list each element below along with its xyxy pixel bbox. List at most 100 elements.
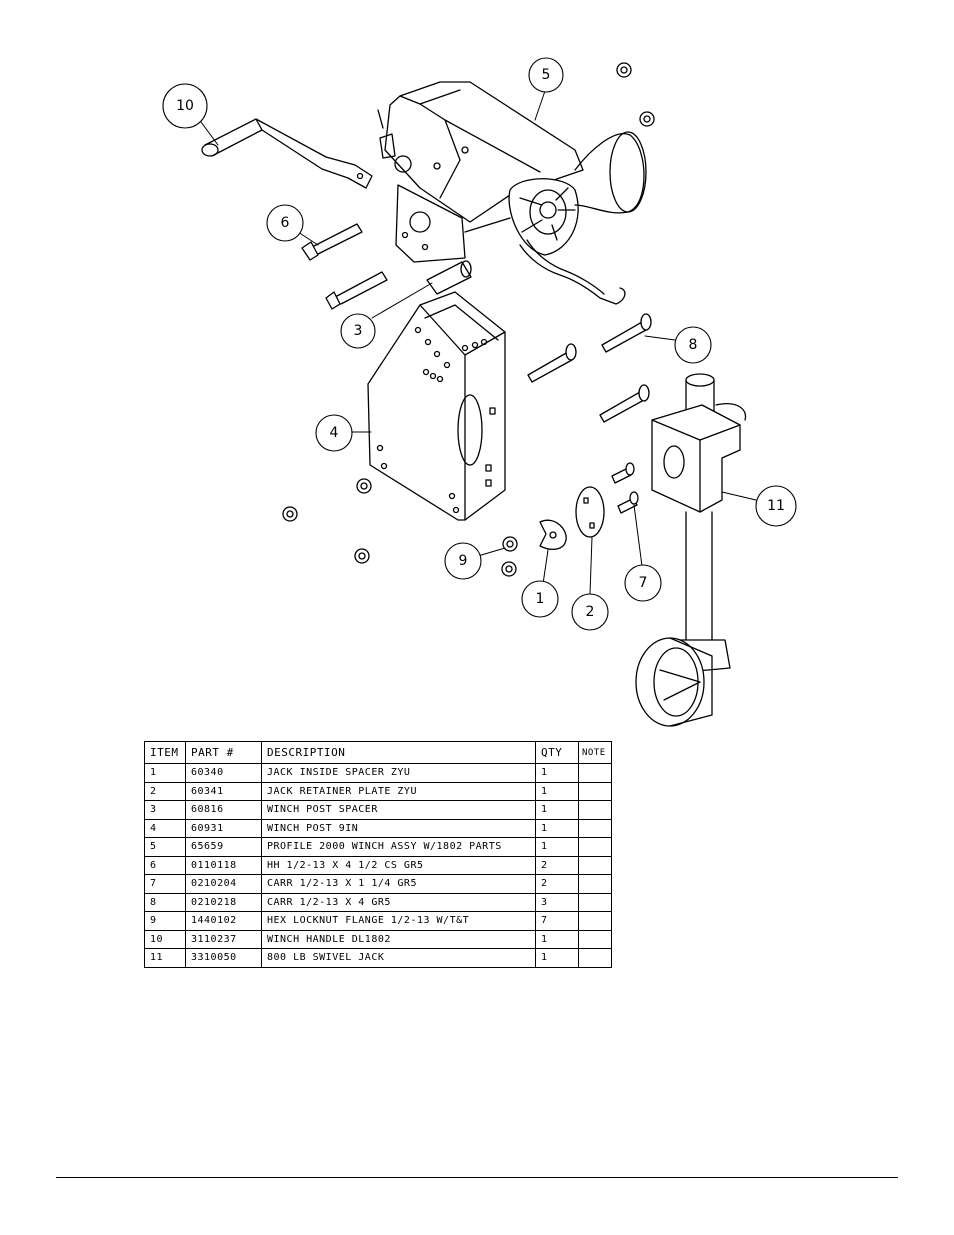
cell-note	[578, 874, 612, 894]
callout-circles	[162, 57, 797, 631]
cell-note	[578, 818, 612, 838]
cell-description: WINCH POST 9IN	[261, 818, 536, 838]
cell-note	[578, 911, 612, 931]
cell-item: 1	[144, 763, 186, 783]
cell-description: JACK RETAINER PLATE ZYU	[261, 781, 536, 801]
cell-qty: 1	[535, 763, 579, 783]
cell-part-number: 60340	[185, 763, 262, 783]
callout-labels: 10 5 6 3 4 8 9 1 2 7 11	[176, 67, 785, 620]
winch-post-spacer-part	[426, 260, 472, 295]
cell-part-number: 3110237	[185, 929, 262, 949]
callout-7: 7	[639, 575, 648, 591]
swivel-jack-part	[635, 373, 747, 727]
cell-part-number: 0210204	[185, 874, 262, 894]
cell-note	[578, 763, 612, 783]
hex-locknut-part	[282, 62, 655, 577]
callout-8: 8	[689, 337, 698, 353]
cell-description: PROFILE 2000 WINCH ASSY W/1802 PARTS	[261, 837, 536, 857]
winch-handle-part	[201, 118, 373, 189]
cell-item: 6	[144, 855, 186, 875]
header-note: NOTE	[578, 741, 612, 764]
cell-item: 10	[144, 929, 186, 949]
carriage-bolt-short-part	[611, 462, 639, 514]
cell-item: 2	[144, 781, 186, 801]
header-part-number: PART #	[185, 741, 262, 764]
carriage-bolt-4in-part	[527, 313, 652, 423]
header-item: ITEM	[144, 741, 186, 764]
cell-description: WINCH HANDLE DL1802	[261, 929, 536, 949]
callout-11: 11	[767, 498, 785, 514]
winch-assembly-part	[377, 81, 647, 305]
cell-part-number: 65659	[185, 837, 262, 857]
cell-part-number: 0210218	[185, 892, 262, 912]
callout-1: 1	[536, 591, 545, 607]
cell-note	[578, 948, 612, 968]
cell-qty: 1	[535, 818, 579, 838]
cell-note	[578, 837, 612, 857]
cell-qty: 7	[535, 911, 579, 931]
cell-qty: 1	[535, 948, 579, 968]
cell-qty: 3	[535, 892, 579, 912]
cell-description: WINCH POST SPACER	[261, 800, 536, 820]
cell-item: 8	[144, 892, 186, 912]
callout-10: 10	[176, 98, 194, 114]
footer-rule	[56, 1177, 898, 1178]
jack-retainer-plate-part	[575, 486, 605, 538]
cell-qty: 2	[535, 855, 579, 875]
cell-item: 3	[144, 800, 186, 820]
callout-9: 9	[459, 553, 468, 569]
cell-description: CARR 1/2-13 X 4 GR5	[261, 892, 536, 912]
cell-item: 4	[144, 818, 186, 838]
cell-note	[578, 929, 612, 949]
callout-4: 4	[330, 425, 339, 441]
cell-qty: 2	[535, 874, 579, 894]
cell-item: 5	[144, 837, 186, 857]
cell-part-number: 60931	[185, 818, 262, 838]
cell-part-number: 60341	[185, 781, 262, 801]
cell-description: HH 1/2-13 X 4 1/2 CS GR5	[261, 855, 536, 875]
header-qty: QTY	[535, 741, 579, 764]
cell-part-number: 0110118	[185, 855, 262, 875]
cell-item: 7	[144, 874, 186, 894]
cell-qty: 1	[535, 929, 579, 949]
cell-description: CARR 1/2-13 X 1 1/4 GR5	[261, 874, 536, 894]
callout-6: 6	[281, 215, 290, 231]
cell-note	[578, 781, 612, 801]
cell-part-number: 1440102	[185, 911, 262, 931]
exploded-assembly-drawing: 10 5 6 3 4 8 9 1 2 7 11	[162, 57, 797, 727]
cell-note	[578, 800, 612, 820]
cell-note	[578, 855, 612, 875]
hex-head-bolt-part	[301, 223, 388, 310]
table-header-row: ITEM PART # DESCRIPTION QTY NOTE	[144, 741, 612, 764]
winch-post-part	[367, 291, 506, 521]
callout-3: 3	[354, 323, 363, 339]
cell-qty: 1	[535, 837, 579, 857]
header-description: DESCRIPTION	[261, 741, 536, 764]
cell-qty: 1	[535, 800, 579, 820]
cell-item: 11	[144, 948, 186, 968]
cell-part-number: 3310050	[185, 948, 262, 968]
callout-5: 5	[542, 67, 551, 83]
cell-description: JACK INSIDE SPACER ZYU	[261, 763, 536, 783]
cell-part-number: 60816	[185, 800, 262, 820]
cell-note	[578, 892, 612, 912]
cell-item: 9	[144, 911, 186, 931]
cell-description: HEX LOCKNUT FLANGE 1/2-13 W/T&T	[261, 911, 536, 931]
cell-qty: 1	[535, 781, 579, 801]
callout-2: 2	[586, 604, 595, 620]
leader-lines	[200, 90, 757, 595]
jack-inside-spacer-part	[539, 519, 567, 551]
